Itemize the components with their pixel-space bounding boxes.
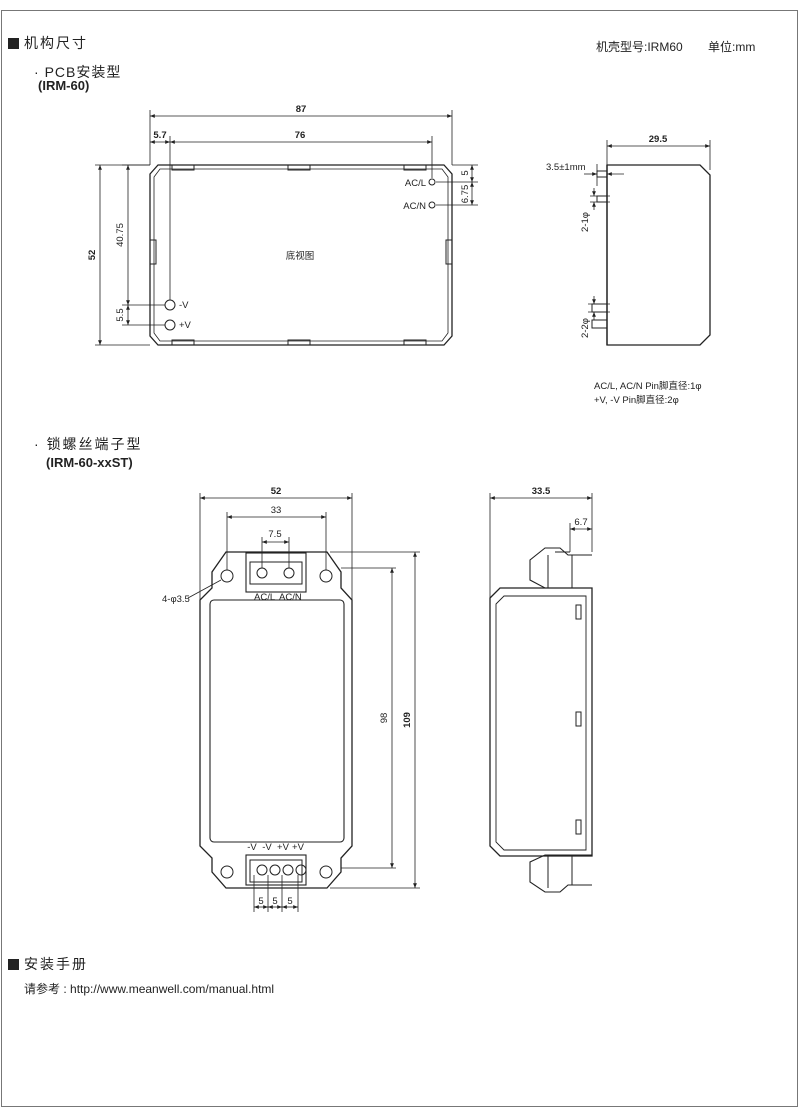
dim-pcb-right-mid: 6.75 <box>460 185 471 204</box>
pcb-side-view <box>591 164 711 346</box>
screw-terminal-icon <box>283 567 295 579</box>
manual-reference: 请参考 : http://www.meanwell.com/manual.htm… <box>24 980 274 997</box>
screw-terminal-icon <box>256 567 268 579</box>
dim-pcb-height: 52 <box>87 250 98 261</box>
dim-pcb-width: 87 <box>296 104 307 115</box>
st-label-acn: AC/N <box>279 592 302 603</box>
st-hole-dia: 4-φ3.5 <box>162 594 190 605</box>
mount-hole-icon <box>220 865 234 879</box>
dim-pin-dia-small: 2-1φ <box>580 212 591 232</box>
manual-section-title: 安装手册 <box>24 956 88 972</box>
dim-pin-length: 3.5±1mm <box>546 162 586 173</box>
st-side-dimension-lines <box>489 493 593 598</box>
pin-acn-circle <box>428 201 436 209</box>
dim-pcb-pin-span: 40.75 <box>115 223 126 247</box>
dim-pcb-left-inset: 5.7 <box>153 130 166 141</box>
pcb-dimension-lines <box>95 110 478 346</box>
pcb-bottom-view <box>149 164 453 346</box>
pcb-title-text: PCB安装型 <box>44 64 122 80</box>
st-out-pitch: 5 <box>287 896 292 907</box>
st-out-label: -V <box>247 842 257 853</box>
label-acn: AC/N <box>403 201 426 212</box>
mount-hole-icon <box>220 569 234 583</box>
st-label-acl: AC/L <box>254 592 275 603</box>
label-acl: AC/L <box>405 178 426 189</box>
dim-pcb-right-top: 5 <box>460 170 471 175</box>
pcb-model: (IRM-60) <box>38 78 90 93</box>
st-out-pitch: 5 <box>272 896 277 907</box>
dim-st-width: 52 <box>271 486 282 497</box>
dim-side-depth: 29.5 <box>649 134 668 145</box>
section-header-manual: 安装手册 <box>8 954 88 974</box>
mount-hole-icon <box>319 569 333 583</box>
mount-hole-icon <box>319 865 333 879</box>
st-type-title: · 锁螺丝端子型 <box>34 436 143 452</box>
st-out-pitch: 5 <box>258 896 263 907</box>
label-vplus: +V <box>179 320 192 331</box>
manual-ref-label: 请参考 : <box>24 982 67 996</box>
manual-link[interactable]: http://www.meanwell.com/manual.html <box>70 982 275 996</box>
screw-terminal-icon <box>269 864 281 876</box>
dim-pcb-pin-pitch: 5.5 <box>115 308 126 321</box>
section-header-dimensions: 机构尺寸 <box>8 33 88 53</box>
pcb-type-title: · PCB安装型 <box>34 64 122 80</box>
side-dimension-lines <box>584 140 711 320</box>
section-title: 机构尺寸 <box>24 35 88 51</box>
screw-terminal-icon <box>256 864 268 876</box>
dim-st-hole-span: 33 <box>271 505 282 516</box>
bottom-view-label: 底视图 <box>286 250 315 262</box>
dim-st-inner-height: 98 <box>379 713 390 724</box>
case-number: 机壳型号:IRM60 <box>596 40 683 54</box>
st-model: (IRM-60-xxST) <box>46 455 133 470</box>
pin-vminus-circle <box>164 299 176 311</box>
screw-terminal-icon <box>295 864 307 876</box>
pin-note-2: +V, -V Pin脚直径:2φ <box>594 394 679 406</box>
pin-acl-circle <box>428 178 436 186</box>
dim-pcb-inner-width: 76 <box>295 130 306 141</box>
st-dimension-lines <box>187 493 420 912</box>
st-out-label: +V <box>277 842 290 853</box>
dim-st-height: 109 <box>402 712 413 728</box>
dim-pin-dia-large: 2-2φ <box>580 318 591 338</box>
dim-st-side-flange: 6.7 <box>574 517 587 528</box>
dim-st-side-depth: 33.5 <box>532 486 551 497</box>
st-title-text: 锁螺丝端子型 <box>46 436 143 452</box>
square-bullet-icon <box>8 38 19 49</box>
st-out-label: +V <box>292 842 305 853</box>
screw-terminal-icon <box>282 864 294 876</box>
label-vminus: -V <box>179 300 189 311</box>
dim-st-terminal-pitch: 7.5 <box>268 529 281 540</box>
unit-label: 单位:mm <box>708 40 756 54</box>
page-frame <box>1 10 798 1107</box>
st-side-view <box>489 547 593 893</box>
pin-vplus-circle <box>164 319 176 331</box>
pin-note-1: AC/L, AC/N Pin脚直径:1φ <box>594 380 702 392</box>
st-front-view <box>199 551 353 889</box>
st-out-label: -V <box>262 842 272 853</box>
square-bullet-icon <box>8 959 19 970</box>
